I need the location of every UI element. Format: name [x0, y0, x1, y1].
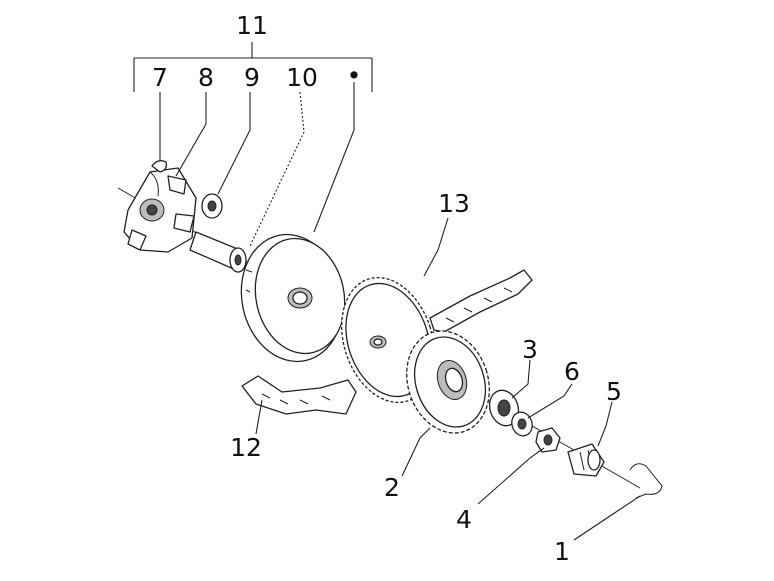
callout-1: 1: [554, 537, 570, 566]
part-bushing: [201, 193, 223, 219]
part-washer: [511, 411, 533, 437]
part-movable-pulley: [240, 233, 346, 363]
callout-4: 4: [456, 505, 472, 534]
callout-12: 12: [230, 433, 262, 462]
part-nut: [535, 427, 561, 453]
part-sleeve: [189, 231, 247, 273]
part-clip: [151, 160, 168, 173]
callout-9: 9: [244, 63, 260, 92]
callout-8: 8: [198, 63, 214, 92]
part-collar: [488, 389, 520, 427]
part-pinion-shaft: [567, 443, 605, 477]
callout-2: 2: [384, 473, 400, 502]
callout-7: 7: [152, 63, 168, 92]
callout-11: 11: [236, 11, 268, 40]
callout-13: 13: [438, 189, 470, 218]
callout-10: 10: [286, 63, 318, 92]
callout-5: 5: [606, 377, 622, 406]
part-variator-hub: [123, 167, 197, 253]
callout-6: 6: [564, 357, 580, 386]
group-bracket-11: [133, 42, 373, 92]
part-clutch-plate: [406, 330, 490, 434]
part-spring-clip: [629, 463, 663, 499]
bullet-marker: •: [347, 61, 362, 90]
leader-lines: [159, 82, 641, 541]
part-drive-belt-lower: [241, 375, 357, 415]
part-drive-belt-upper: [429, 269, 533, 333]
callout-3: 3: [522, 335, 538, 364]
